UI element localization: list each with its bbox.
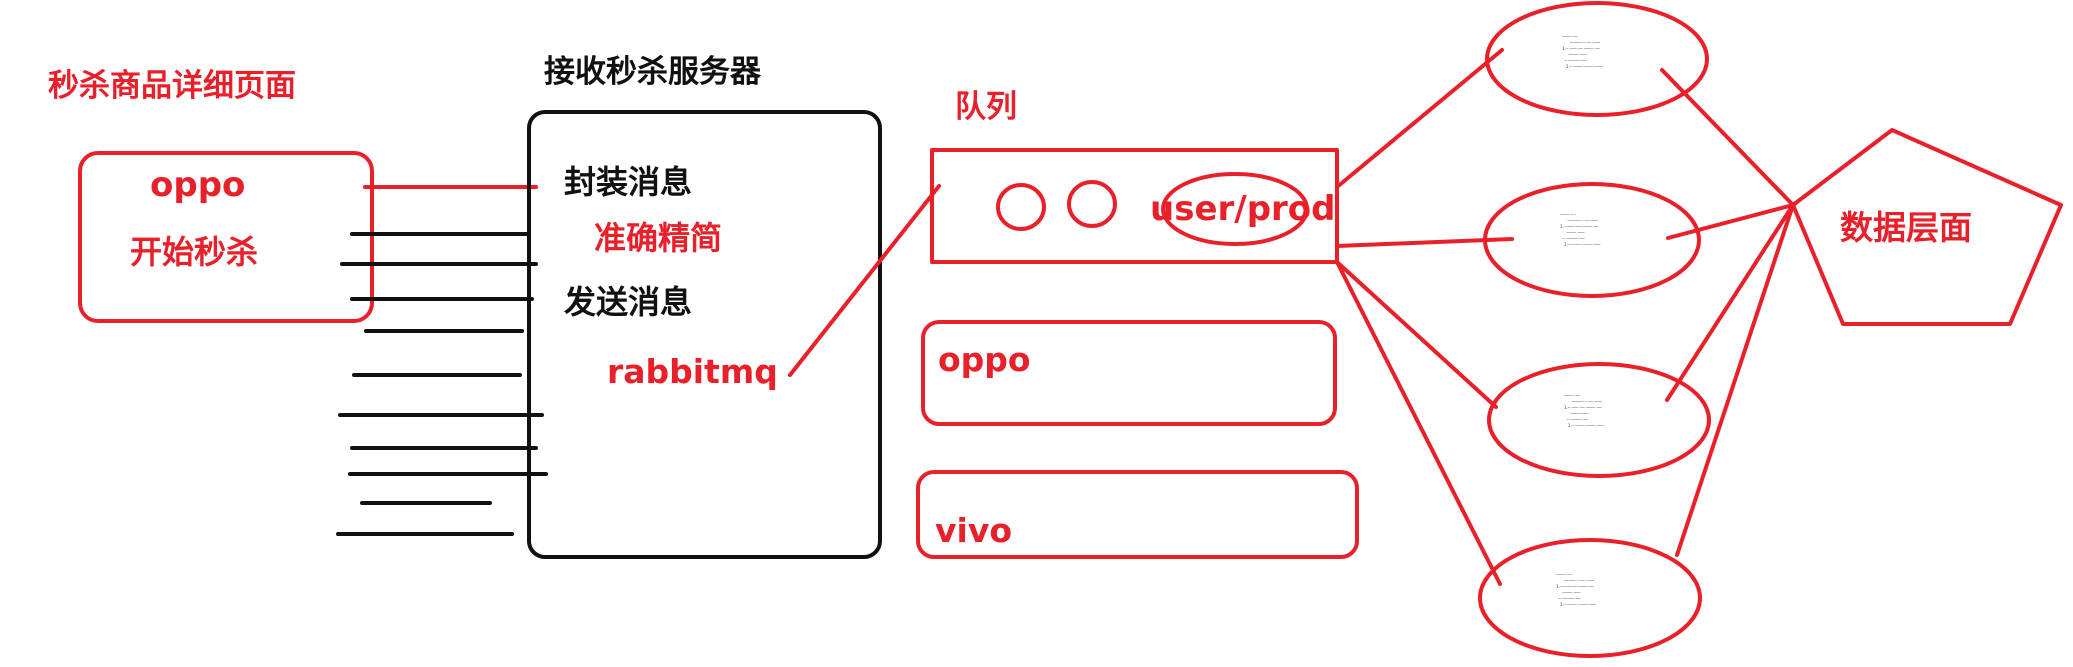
- queue-consumer-line: [1335, 260, 1498, 409]
- queue-item-oppo: oppo: [938, 340, 1031, 379]
- queue-box: [930, 148, 1339, 264]
- product-page-title: 秒杀商品详细页面: [48, 68, 296, 104]
- product-page-box: [78, 151, 374, 323]
- consumer-node: [1487, 362, 1711, 478]
- server-note-concise: 准确精简: [594, 219, 723, 257]
- server-title: 接收秒杀服务器: [544, 54, 761, 90]
- data-layer-pentagon: [1791, 128, 2063, 326]
- consumer-node: [1483, 182, 1701, 298]
- queue-consumer-line: [1335, 260, 1502, 586]
- consumer-node-content: ──── ── ───── ─ ── ─── 1.─ ─── ── ──── ─…: [1560, 212, 1601, 247]
- queue-key-label: user/prod: [1150, 189, 1336, 229]
- queue-consumer-line: [1335, 237, 1514, 248]
- queue-key-ellipse: [1161, 172, 1309, 246]
- queue-item-box-vivo: [916, 470, 1359, 559]
- data-layer-label: 数据层面: [1840, 208, 1972, 247]
- consumer-data-line: [1675, 203, 1795, 557]
- consumer-node-content: ──── ── ───── ─ ── ─── 1.─ ─── ── ──── ─…: [1562, 34, 1603, 69]
- consumer-data-line: [1665, 203, 1795, 402]
- consumer-data-line: [1660, 68, 1795, 207]
- queue-title: 队列: [955, 89, 1017, 125]
- rabbitmq-to-queue-line: [788, 184, 941, 377]
- consumer-node-content: ──── ── ───── ─ ── ─── 1.─ ─── ── ──── ─…: [1556, 572, 1597, 607]
- queue-consumer-line: [1335, 48, 1504, 189]
- queue-item-box-oppo: [921, 320, 1337, 426]
- request-lines: [336, 232, 548, 536]
- consumer-node: [1485, 1, 1709, 117]
- consumer-node: [1478, 538, 1702, 658]
- consumer-data-line: [1666, 203, 1795, 240]
- consumer-to-data-lines: [1660, 68, 1795, 557]
- broker-label: rabbitmq: [607, 352, 778, 391]
- server-box: [527, 110, 882, 559]
- queue-to-consumer-lines: [1335, 48, 1514, 586]
- start-seckill-button[interactable]: 开始秒杀: [130, 233, 259, 271]
- queue-slot-circle: [1067, 180, 1117, 228]
- product-name-label: oppo: [150, 165, 246, 205]
- queue-item-vivo: vivo: [935, 511, 1013, 550]
- server-step-send-message: 发送消息: [564, 283, 693, 321]
- server-step-wrap-message: 封装消息: [564, 163, 693, 201]
- consumer-node-content: ──── ── ───── ─ ── ─── 1.─ ─── ── ──── ─…: [1564, 393, 1605, 428]
- queue-slot-circle: [996, 183, 1046, 231]
